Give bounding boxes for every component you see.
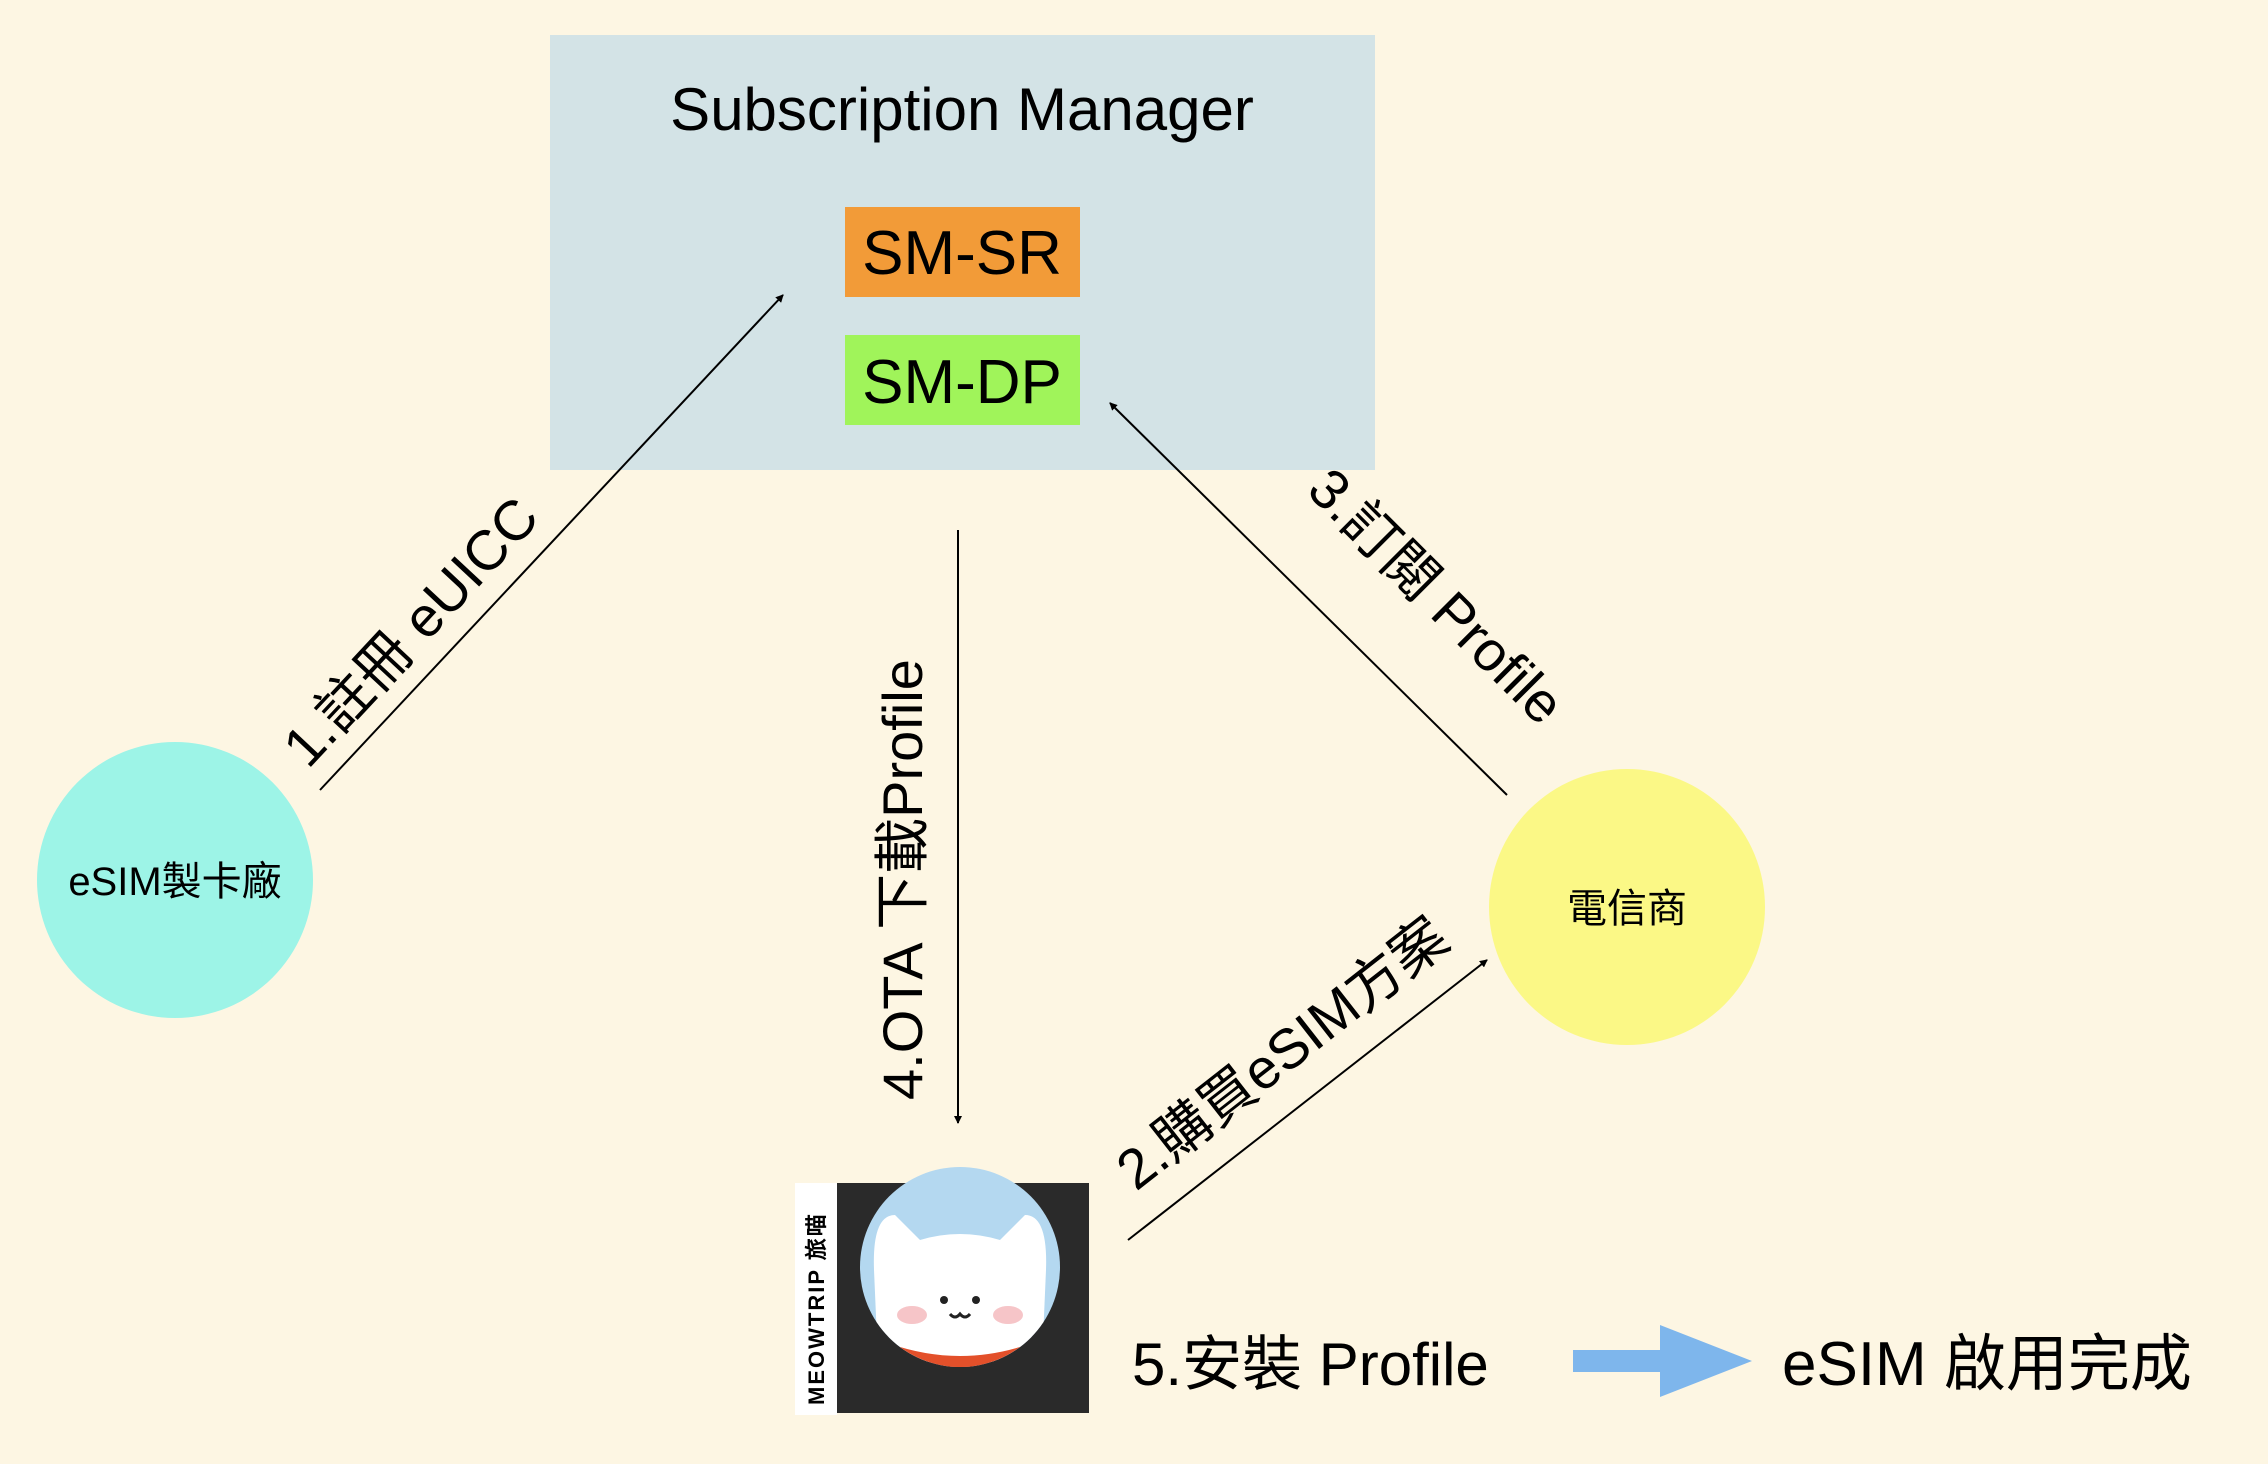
manufacturer-label: eSIM製卡廠 — [68, 860, 281, 904]
esim-activation-complete-label: eSIM 啟用完成 — [1782, 1330, 2192, 1399]
sm-sr-badge — [845, 207, 1080, 297]
subscription-manager-box: Subscription Manager SM-SR SM-DP — [550, 35, 1375, 470]
sm-dp-badge — [845, 335, 1080, 425]
arrow-register-euicc — [319, 294, 784, 791]
arrow-subscribe-profile — [1109, 402, 1508, 796]
manufacturer-node: eSIM製卡廠 — [37, 742, 313, 1018]
sm-sr-label: SM-SR — [862, 219, 1062, 288]
carrier-node: 電信商 — [1489, 769, 1765, 1045]
carrier-circle — [1489, 769, 1765, 1045]
app-brand-label: MEOWTRIP 旅喵 — [804, 1212, 829, 1405]
subscription-manager-title: Subscription Manager — [670, 76, 1254, 143]
step5-label: 5.安裝 Profile — [1132, 1331, 1489, 1398]
app-brand-strip — [795, 1183, 837, 1415]
blue-flow-arrow — [1573, 1325, 1752, 1397]
meowtrip-app-icon: MEOWTRIP 旅喵 — [795, 1167, 1089, 1415]
step4-label: 4.OTA 下載Profile — [871, 659, 934, 1100]
carrier-label: 電信商 — [1567, 887, 1687, 931]
sm-dp-label: SM-DP — [862, 348, 1062, 417]
manufacturer-circle — [37, 742, 313, 1018]
arrow-buy-esim — [1127, 959, 1488, 1241]
